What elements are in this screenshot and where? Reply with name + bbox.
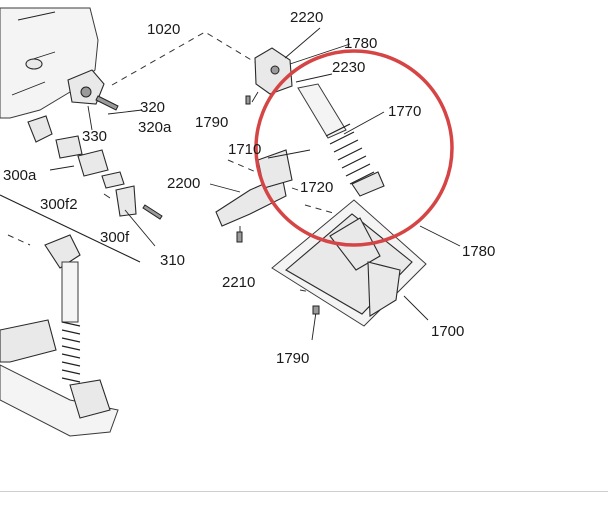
left-pedal-assembly [0, 234, 119, 437]
callout-320a: 320a [138, 119, 172, 136]
frame-housing [0, 7, 99, 119]
callout-310: 310 [160, 252, 185, 269]
callout-1780-top: 1780 [344, 35, 377, 52]
callout-1720: 1720 [300, 179, 333, 196]
callout-2210: 2210 [222, 274, 255, 291]
shock-absorber-1770 [297, 83, 385, 197]
callout-1700: 1700 [431, 323, 464, 340]
callout-1710: 1710 [228, 141, 261, 158]
callout-300f2: 300f2 [40, 196, 78, 213]
callout-1780-right: 1780 [462, 243, 495, 260]
callout-1790-bottom: 1790 [276, 350, 309, 367]
callout-labels: 1020 2220 1780 2230 320 320a 330 1790 17… [3, 9, 495, 367]
callout-330: 330 [82, 128, 107, 145]
callout-2220: 2220 [290, 9, 323, 26]
left-mechanism-parts [27, 69, 163, 247]
callout-320: 320 [140, 99, 165, 116]
callout-1770: 1770 [388, 103, 421, 120]
callout-2200: 2200 [167, 175, 200, 192]
highlight-circle [254, 49, 454, 247]
foot-plate-1700 [271, 199, 461, 341]
callout-2230: 2230 [332, 59, 365, 76]
inset-boundary-line [0, 194, 141, 263]
callout-1020: 1020 [147, 21, 180, 38]
bottom-divider [0, 491, 608, 492]
callout-1790-top: 1790 [195, 114, 228, 131]
callout-300f: 300f [100, 229, 130, 246]
bracket-2200 [209, 149, 311, 243]
callout-300a: 300a [3, 167, 37, 184]
